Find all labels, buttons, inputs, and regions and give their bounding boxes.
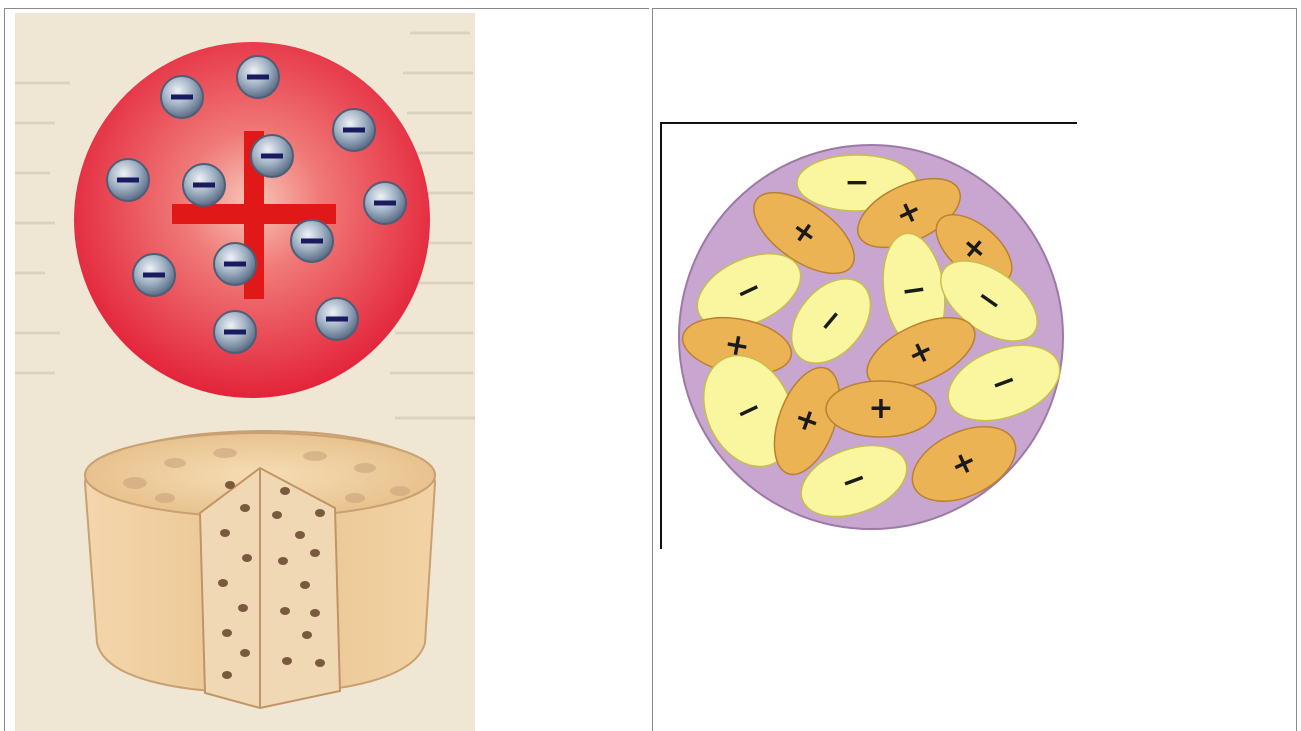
electron <box>107 159 149 201</box>
electron <box>291 220 333 262</box>
charge-symbol: − <box>844 165 869 200</box>
raisin <box>218 579 228 587</box>
polarized-atom-illustration: −+++−−−−++−−++−+ <box>659 121 1079 551</box>
electron <box>316 298 358 340</box>
electron <box>183 164 225 206</box>
raisin <box>295 531 305 539</box>
raisin <box>220 529 230 537</box>
raisin <box>310 549 320 557</box>
raisin <box>302 631 312 639</box>
electron <box>214 243 256 285</box>
charge-symbol: − <box>899 271 929 309</box>
raisin <box>225 481 235 489</box>
raisin <box>300 581 310 589</box>
electron <box>251 135 293 177</box>
raisin <box>282 657 292 665</box>
positive-sphere <box>74 42 430 398</box>
raisin <box>222 671 232 679</box>
positive-charge-ellipse: + <box>826 381 936 437</box>
right-table-cell: −+++−−−−++−−++−+ <box>652 8 1297 731</box>
electron <box>214 311 256 353</box>
electron <box>161 76 203 118</box>
raisin <box>222 629 232 637</box>
raisin <box>272 511 282 519</box>
electron <box>333 109 375 151</box>
raisin <box>315 509 325 517</box>
raisin <box>242 554 252 562</box>
plum-pudding-cake <box>85 431 435 708</box>
electron <box>364 182 406 224</box>
electron <box>133 254 175 296</box>
raisin <box>280 607 290 615</box>
charge-symbol: + <box>868 391 893 426</box>
thomson-model-illustration <box>15 13 475 731</box>
raisin <box>240 504 250 512</box>
raisin <box>315 659 325 667</box>
raisin <box>278 557 288 565</box>
raisin <box>238 604 248 612</box>
raisin <box>240 649 250 657</box>
raisin <box>280 487 290 495</box>
left-table-cell <box>4 8 649 731</box>
electron <box>237 56 279 98</box>
raisin <box>310 609 320 617</box>
